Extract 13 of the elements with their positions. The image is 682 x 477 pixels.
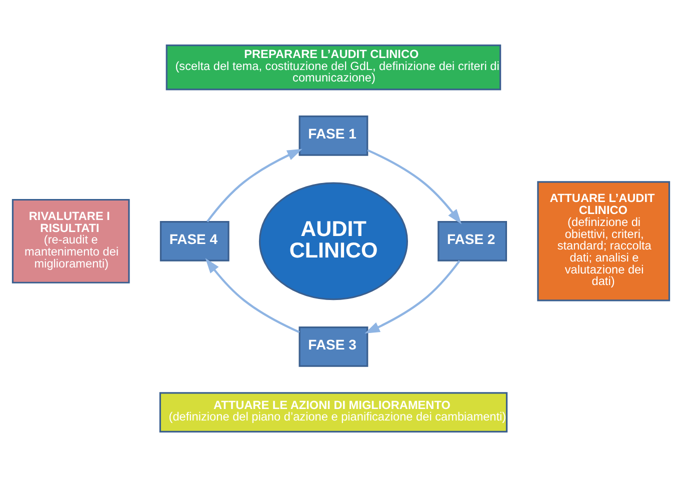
node-box: ATTUARE LE AZIONI DI MIGLIORAMENTO (definizione del piano d’azione e pianificazione dei cambiamenti) — [159, 392, 508, 432]
node-ellipse: AUDIT CLINICO — [258, 182, 408, 300]
node-box: ATTUARE L’AUDIT CLINICO (definizione di obiettivi, criteri, standard; raccolta dati; analisi e valutazione dei dati) — [537, 181, 670, 302]
node-box: RIVALUTARE I RISULTATI (re-audit e mantenimento dei miglioramenti) — [12, 198, 130, 284]
node-box: FASE 1 — [298, 116, 368, 156]
node-box: FASE 2 — [438, 221, 508, 262]
arrow — [367, 149, 462, 224]
node-box: FASE 4 — [160, 221, 230, 262]
arrow — [206, 148, 302, 222]
node-box: PREPARARE L’AUDIT CLINICO (scelta del tema, costituzione del GdL, definizione dei criteri di comunicazione) — [166, 44, 502, 90]
arrow — [364, 260, 460, 334]
arrow — [205, 258, 300, 334]
node-box: FASE 3 — [298, 326, 368, 367]
